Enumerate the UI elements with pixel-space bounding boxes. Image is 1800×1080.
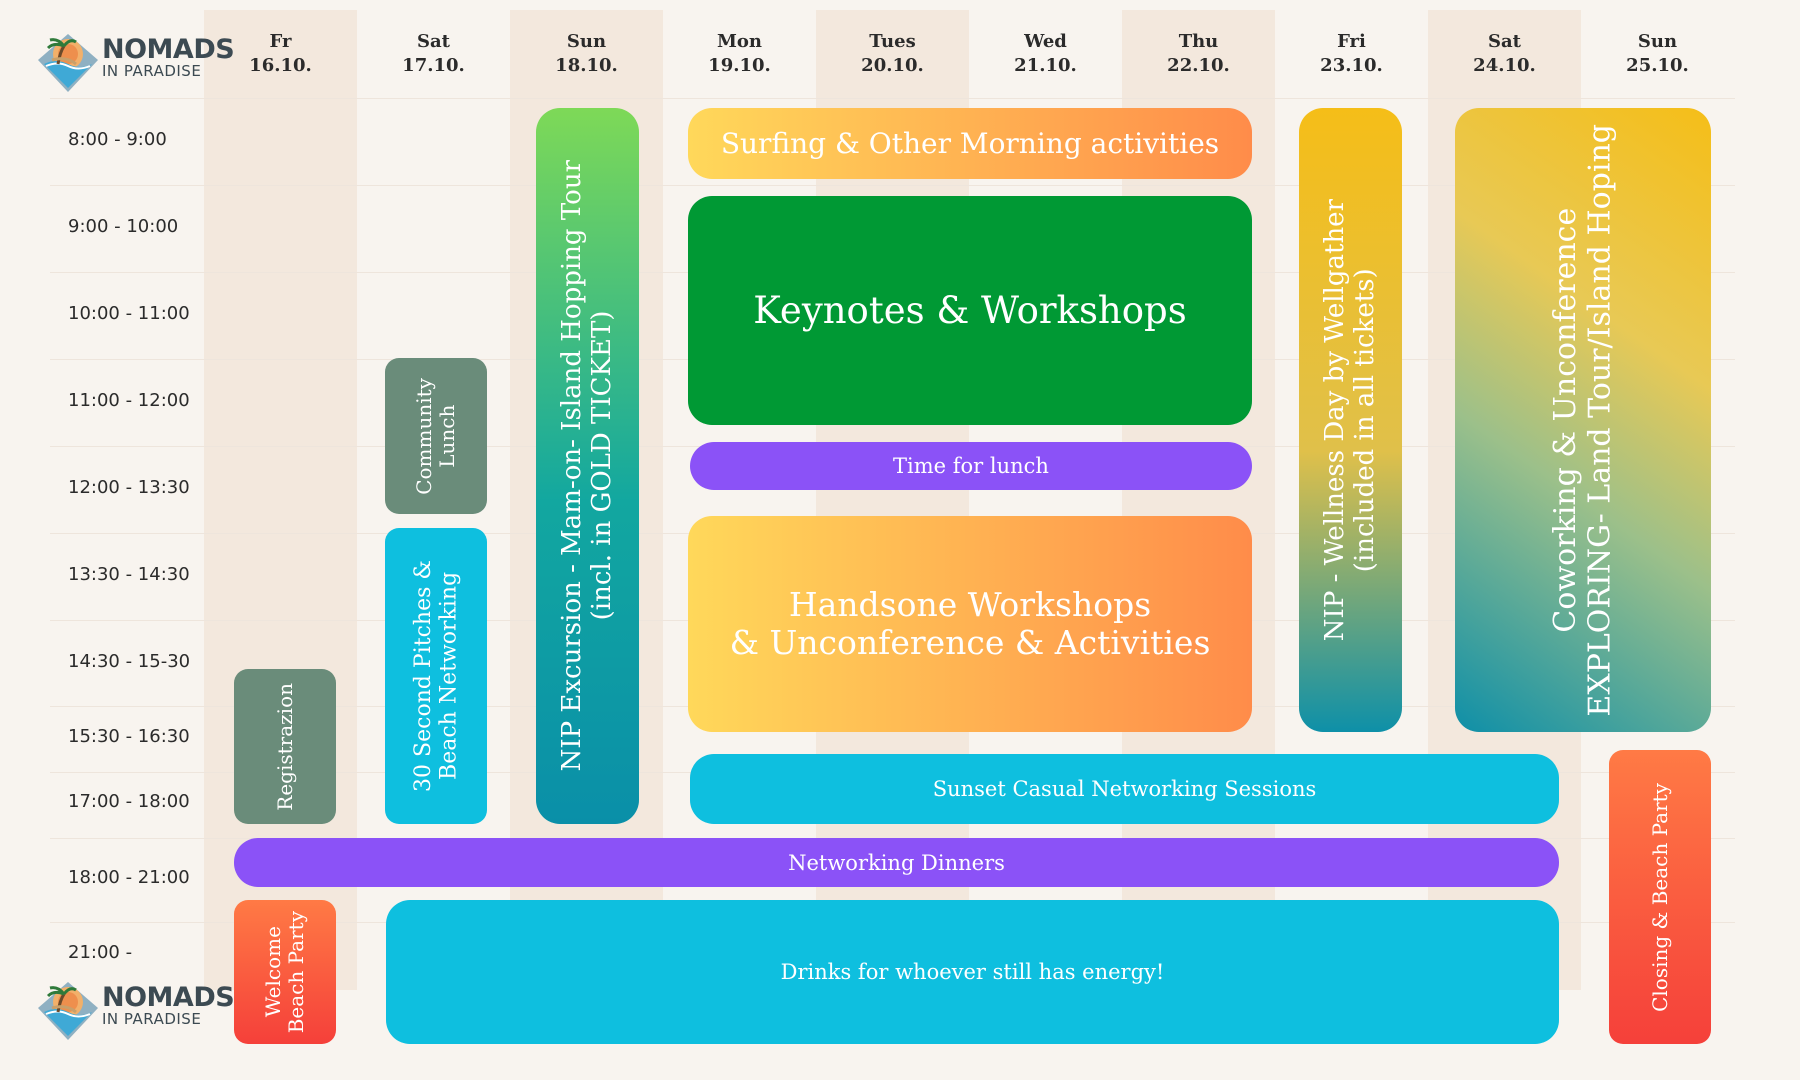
time-label: 12:00 - 13:30 — [68, 477, 190, 498]
event-handsone-line2: & Unconference & Activities — [729, 623, 1211, 662]
event-excursion[interactable]: NIP Excursion - Mam-on- Island Hopping T… — [536, 108, 639, 824]
event-drinks[interactable]: Drinks for whoever still has energy! — [386, 900, 1559, 1044]
event-community-line2: Lunch — [435, 404, 459, 468]
event-pitches[interactable]: 30 Second Pitches & Beach Networking — [385, 528, 487, 824]
event-wellness-line2: (included in all tickets) — [1349, 268, 1380, 572]
event-dinners[interactable]: Networking Dinners — [234, 838, 1559, 887]
time-label: 14:30 - 15-30 — [68, 651, 191, 672]
event-wellness-line1: NIP - Wellness Day by Wellgather — [1319, 198, 1350, 642]
time-label: 9:00 - 10:00 — [68, 216, 179, 237]
event-community-lunch[interactable]: Community Lunch — [385, 358, 487, 514]
event-lunch-label: Time for lunch — [893, 454, 1049, 478]
logo-bottom: NOMADS IN PARADISE — [36, 978, 235, 1042]
row-divider — [50, 185, 1735, 186]
event-wellness[interactable]: NIP - Wellness Day by Wellgather (includ… — [1299, 108, 1402, 732]
event-surfing-label: Surfing & Other Morning activities — [720, 127, 1220, 160]
event-keynotes-label: Keynotes & Workshops — [753, 289, 1187, 332]
logo-subtitle: IN PARADISE — [102, 62, 202, 80]
event-handsone[interactable]: Handsone Workshops & Unconference & Acti… — [688, 516, 1252, 732]
time-label: 11:00 - 12:00 — [68, 390, 190, 411]
event-registration[interactable]: Registrazion — [234, 669, 336, 824]
logo-subtitle: IN PARADISE — [102, 1010, 202, 1028]
event-closing-party[interactable]: Closing & Beach Party — [1609, 750, 1711, 1044]
event-welcome-party[interactable]: Welcome Beach Party — [234, 900, 336, 1044]
event-keynotes[interactable]: Keynotes & Workshops — [688, 196, 1252, 425]
event-pitches-line1: 30 Second Pitches & — [410, 560, 436, 792]
event-dinners-label: Networking Dinners — [788, 850, 1005, 875]
event-coworking[interactable]: Coworking & Unconference EXPLORING- Land… — [1455, 108, 1711, 732]
time-label: 15:30 - 16:30 — [68, 726, 190, 747]
event-registration-label: Registrazion — [272, 682, 297, 811]
logo-title: NOMADS — [102, 34, 235, 65]
event-lunch[interactable]: Time for lunch — [690, 442, 1252, 490]
event-surfing[interactable]: Surfing & Other Morning activities — [688, 108, 1252, 179]
event-closing-label: Closing & Beach Party — [1647, 782, 1672, 1012]
logo-top: NOMADS IN PARADISE — [36, 30, 235, 94]
palm-island-icon — [38, 34, 98, 92]
event-handsone-line1: Handsone Workshops — [788, 585, 1152, 625]
row-divider — [50, 98, 1735, 99]
event-community-line1: Community — [412, 377, 436, 495]
event-coworking-line1: Coworking & Unconference — [1547, 207, 1583, 633]
event-welcome-line1: Welcome — [261, 926, 285, 1018]
time-label: 21:00 - — [68, 942, 133, 963]
time-label: 8:00 - 9:00 — [68, 129, 167, 150]
event-sunset[interactable]: Sunset Casual Networking Sessions — [690, 754, 1559, 824]
time-label: 10:00 - 11:00 — [68, 303, 190, 324]
event-drinks-label: Drinks for whoever still has energy! — [780, 960, 1165, 984]
time-label: 18:00 - 21:00 — [68, 867, 190, 888]
event-excursion-line1: NIP Excursion - Mam-on- Island Hopping T… — [556, 160, 587, 772]
event-excursion-line2: (incl. in GOLD TICKET) — [586, 311, 617, 621]
palm-island-icon — [38, 982, 98, 1040]
time-label: 13:30 - 14:30 — [68, 564, 190, 585]
column-stripe-fr — [204, 10, 357, 990]
event-coworking-line2: EXPLORING- Land Tour/Island Hoping — [1582, 123, 1617, 717]
logo-title: NOMADS — [102, 982, 235, 1013]
time-label: 17:00 - 18:00 — [68, 791, 190, 812]
event-pitches-line2: Beach Networking — [436, 571, 461, 781]
event-sunset-label: Sunset Casual Networking Sessions — [932, 777, 1317, 801]
event-welcome-line2: Beach Party — [284, 910, 308, 1034]
